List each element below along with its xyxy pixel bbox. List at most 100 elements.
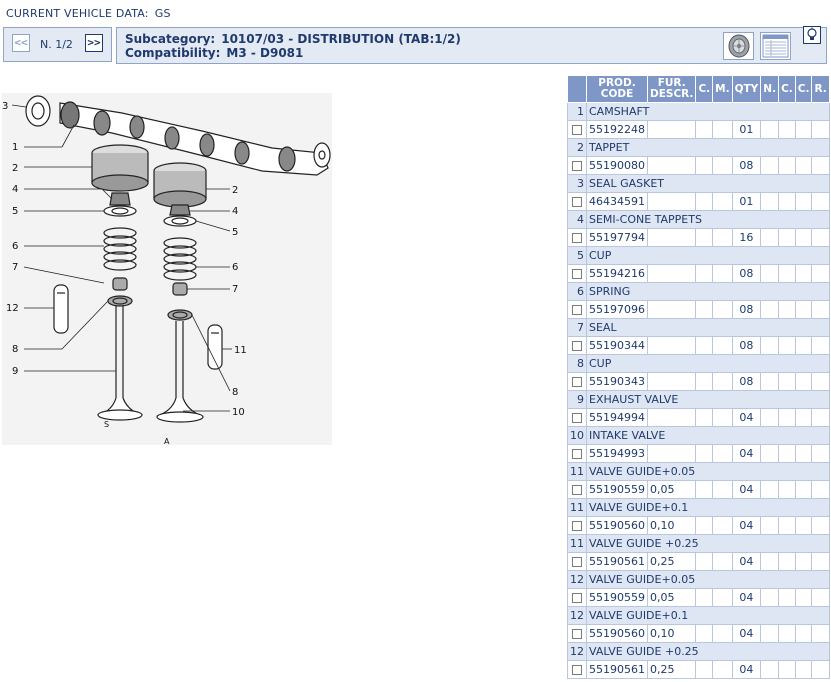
part-select-checkbox[interactable] — [572, 269, 582, 279]
part-c1 — [695, 624, 714, 643]
part-select-checkbox[interactable] — [572, 449, 582, 459]
part-code[interactable]: 55190344 — [586, 336, 648, 355]
part-n — [760, 588, 780, 607]
list-view-button[interactable] — [760, 32, 791, 60]
part-select-checkbox[interactable] — [572, 125, 582, 135]
callout-5-left: 5 — [12, 206, 18, 217]
part-r — [811, 660, 830, 679]
part-c1 — [695, 372, 714, 391]
part-c3 — [794, 516, 813, 535]
part-c3 — [794, 660, 813, 679]
callout-5-right: 5 — [232, 227, 238, 238]
part-ref-number: 3 — [567, 174, 587, 193]
part-c1 — [695, 156, 714, 175]
part-m — [712, 156, 733, 175]
part-code[interactable]: 55190561 — [586, 660, 648, 679]
part-select-checkbox[interactable] — [572, 305, 582, 315]
part-code[interactable]: 55194216 — [586, 264, 648, 283]
part-qty: 16 — [731, 228, 762, 247]
part-select-cell — [567, 372, 587, 391]
part-c1 — [695, 552, 714, 571]
part-select-checkbox[interactable] — [572, 413, 582, 423]
part-code[interactable]: 55197096 — [586, 300, 648, 319]
part-r — [811, 372, 830, 391]
part-n — [760, 660, 780, 679]
part-select-checkbox[interactable] — [572, 593, 582, 603]
part-code-row: 55197794 16 — [567, 228, 830, 247]
part-select-checkbox[interactable] — [572, 341, 582, 351]
part-select-cell — [567, 660, 587, 679]
part-c1 — [695, 228, 714, 247]
part-select-checkbox[interactable] — [572, 521, 582, 531]
part-n — [760, 120, 780, 139]
part-code[interactable]: 55190559 — [586, 480, 648, 499]
help-bulb-icon[interactable] — [803, 26, 821, 44]
part-code[interactable]: 55190343 — [586, 372, 648, 391]
part-r — [811, 480, 830, 499]
part-select-checkbox[interactable] — [572, 665, 582, 675]
part-c2 — [778, 228, 796, 247]
part-code[interactable]: 55194993 — [586, 444, 648, 463]
part-select-checkbox[interactable] — [572, 629, 582, 639]
part-r — [811, 156, 830, 175]
part-m — [712, 624, 733, 643]
part-code[interactable]: 55190560 — [586, 516, 648, 535]
compatibility-label: Compatibility: — [125, 46, 221, 60]
part-ref-number: 12 — [567, 606, 587, 625]
compatibility-line: Compatibility:M3 - D9081 — [125, 46, 303, 60]
part-description: CUP — [586, 354, 830, 373]
previous-page-button[interactable]: << — [12, 34, 30, 52]
wheel-view-button[interactable] — [723, 32, 754, 60]
part-c1 — [695, 264, 714, 283]
part-description: EXHAUST VALVE — [586, 390, 830, 409]
part-qty: 08 — [731, 372, 762, 391]
part-qty: 08 — [731, 300, 762, 319]
part-select-checkbox[interactable] — [572, 197, 582, 207]
part-code[interactable]: 55197794 — [586, 228, 648, 247]
part-code[interactable]: 55190080 — [586, 156, 648, 175]
part-n — [760, 408, 780, 427]
page-indicator: N. 1/2 — [40, 38, 73, 51]
part-select-checkbox[interactable] — [572, 161, 582, 171]
part-n — [760, 228, 780, 247]
part-ref-number: 1 — [567, 102, 587, 121]
part-code[interactable]: 46434591 — [586, 192, 648, 211]
part-select-cell — [567, 444, 587, 463]
part-select-checkbox[interactable] — [572, 557, 582, 567]
part-code[interactable]: 55190559 — [586, 588, 648, 607]
part-select-cell — [567, 120, 587, 139]
page-navigation: << N. 1/2 >> — [3, 27, 112, 62]
header-fur-descr: FUR. DESCR. — [646, 75, 697, 103]
part-code[interactable]: 55192248 — [586, 120, 648, 139]
part-code[interactable]: 55194994 — [586, 408, 648, 427]
part-c2 — [778, 120, 796, 139]
callout-9: 9 — [12, 366, 18, 377]
part-code[interactable]: 55190561 — [586, 552, 648, 571]
part-r — [811, 516, 830, 535]
part-select-checkbox[interactable] — [572, 233, 582, 243]
wheel-icon — [728, 34, 750, 58]
part-fur-descr: 0,10 — [646, 516, 697, 535]
part-r — [811, 336, 830, 355]
part-fur-descr: 0,05 — [646, 480, 697, 499]
next-page-button[interactable]: >> — [85, 34, 103, 52]
part-description: SEAL GASKET — [586, 174, 830, 193]
part-r — [811, 120, 830, 139]
part-select-cell — [567, 552, 587, 571]
header-c1: C. — [695, 75, 714, 103]
part-select-checkbox[interactable] — [572, 377, 582, 387]
part-fur-descr: 0,10 — [646, 624, 697, 643]
part-r — [811, 552, 830, 571]
part-qty: 08 — [731, 336, 762, 355]
part-select-checkbox[interactable] — [572, 485, 582, 495]
part-code[interactable]: 55190560 — [586, 624, 648, 643]
